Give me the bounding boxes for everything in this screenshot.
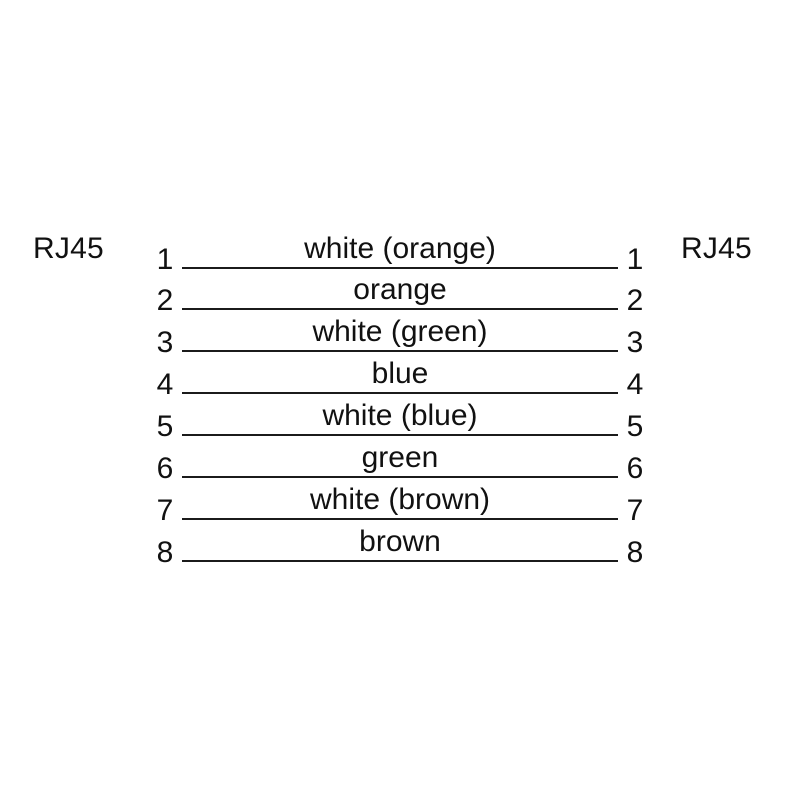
left-pin-number: 6: [156, 452, 174, 485]
right-pin-number: 4: [626, 368, 644, 401]
left-pin-number: 2: [156, 284, 174, 317]
right-pin-number: 2: [626, 284, 644, 317]
left-pin-number: 4: [156, 368, 174, 401]
wire-line: [182, 267, 618, 269]
right-pin-number: 6: [626, 452, 644, 485]
right-pin-number: 3: [626, 326, 644, 359]
wire-label: white (blue): [322, 399, 478, 432]
right-pin-number: 8: [626, 536, 644, 569]
wire-label: white (orange): [304, 232, 496, 265]
wire-line: [182, 476, 618, 478]
left-pin-number: 7: [156, 494, 174, 527]
wire-line: [182, 350, 618, 352]
left-pin-number: 3: [156, 326, 174, 359]
wire-line: [182, 560, 618, 562]
left-pin-number: 1: [156, 243, 174, 276]
wire-label: blue: [371, 357, 429, 390]
right-pin-number: 7: [626, 494, 644, 527]
left-pin-number: 5: [156, 410, 174, 443]
right-connector-label: RJ45: [681, 232, 752, 265]
wire-label: white (green): [312, 315, 488, 348]
wire-label: orange: [353, 273, 447, 306]
wire-line: [182, 392, 618, 394]
wire-line: [182, 308, 618, 310]
wire-label: green: [361, 441, 439, 474]
wire-line: [182, 518, 618, 520]
right-pin-number: 5: [626, 410, 644, 443]
right-pin-number: 1: [626, 243, 644, 276]
wire-line: [182, 434, 618, 436]
left-connector-label: RJ45: [33, 232, 104, 265]
left-pin-number: 8: [156, 536, 174, 569]
wire-label: brown: [359, 525, 441, 558]
wire-label: white (brown): [309, 483, 491, 516]
